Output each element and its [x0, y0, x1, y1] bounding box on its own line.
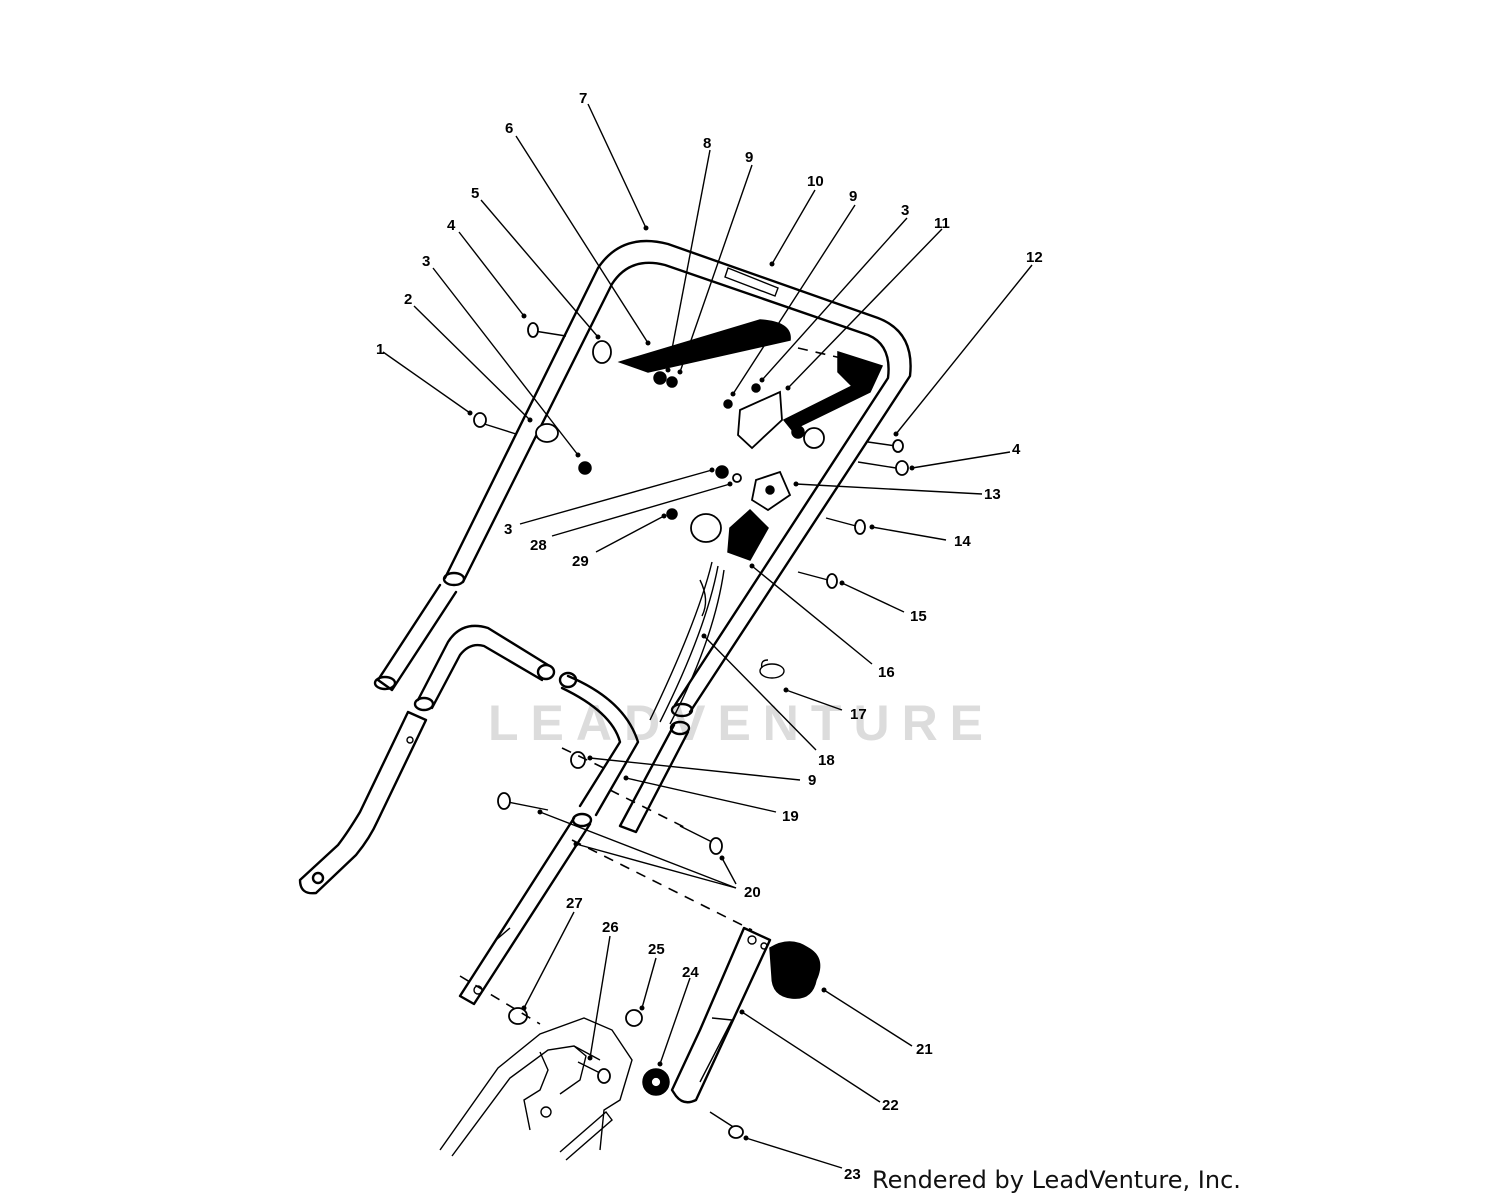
callout-14: 14 — [954, 533, 971, 550]
callout-11: 11 — [934, 215, 950, 232]
throttle-control — [666, 465, 792, 561]
callout-22: 22 — [882, 1097, 899, 1114]
callout-8: 8 — [703, 135, 711, 152]
callout-27: 27 — [566, 895, 583, 912]
lower-handle — [413, 624, 640, 817]
control-cables — [649, 561, 785, 725]
callout-10: 10 — [807, 173, 824, 190]
callout-5: 5 — [471, 185, 479, 202]
callout-17: 17 — [850, 706, 867, 723]
callout-16: 16 — [878, 664, 895, 681]
watermark: LEADVENTURE — [488, 695, 996, 751]
callout-7: 7 — [579, 90, 587, 107]
callout-3: 3 — [422, 253, 430, 270]
callout-19: 19 — [782, 808, 799, 825]
callout-12: 12 — [1026, 249, 1043, 266]
callouts: 1 2 3 4 5 6 7 8 9 10 9 3 11 12 4 13 3 28 — [376, 90, 1043, 1183]
callout-9a: 9 — [745, 149, 753, 166]
callout-9c: 9 — [808, 772, 816, 789]
callout-6: 6 — [505, 120, 513, 137]
callout-20: 20 — [744, 884, 761, 901]
mower-deck — [439, 1017, 633, 1161]
left-sleeve — [373, 583, 458, 692]
callout-13: 13 — [984, 486, 1001, 503]
callout-3c: 3 — [504, 521, 512, 538]
callout-2: 2 — [404, 291, 412, 308]
credit-text: Rendered by LeadVenture, Inc. — [872, 1166, 1241, 1194]
callout-23: 23 — [844, 1166, 861, 1183]
callout-4: 4 — [447, 217, 456, 234]
bottom-tube — [458, 812, 593, 1006]
bolts — [473, 322, 909, 1139]
left-lower-tube — [298, 710, 428, 895]
callout-21: 21 — [916, 1041, 933, 1058]
callout-25: 25 — [648, 941, 665, 958]
callout-9b: 9 — [849, 188, 857, 205]
callout-26: 26 — [602, 919, 619, 936]
callout-1: 1 — [376, 341, 384, 358]
bail-lever-left — [592, 319, 791, 388]
callout-3b: 3 — [901, 202, 909, 219]
callout-28: 28 — [530, 537, 547, 554]
right-lower-tube — [618, 720, 691, 834]
callout-24: 24 — [682, 964, 699, 981]
alignment-lines — [459, 347, 851, 1025]
bail-lever-right — [723, 350, 884, 450]
callout-29: 29 — [572, 553, 589, 570]
upper-handle — [442, 239, 912, 718]
height-bracket — [642, 926, 821, 1104]
callout-4b: 4 — [1012, 441, 1021, 458]
callout-15: 15 — [910, 608, 927, 625]
callout-18: 18 — [818, 752, 835, 769]
